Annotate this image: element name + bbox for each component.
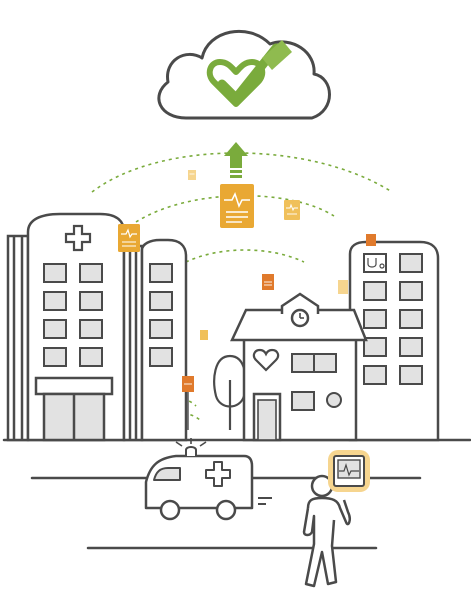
clock-icon <box>290 308 310 328</box>
person-icon <box>302 474 351 588</box>
medical-record-icon <box>182 376 194 430</box>
tablet-ecg-icon <box>328 450 370 492</box>
office-building-icon <box>348 240 440 442</box>
medical-record-icon <box>284 200 300 220</box>
upload-arrow-icon <box>224 142 248 178</box>
heart-icon <box>252 348 280 372</box>
clinic-house-icon <box>230 292 368 442</box>
medical-record-icon <box>188 170 196 180</box>
hospital-building-icon <box>6 212 188 442</box>
medical-record-icon <box>118 224 140 252</box>
medical-record-icon <box>200 330 208 340</box>
heart-check-icon <box>206 40 292 107</box>
stethoscope-icon <box>367 258 385 269</box>
medical-record-icon <box>338 280 348 294</box>
medical-record-icon <box>262 274 274 290</box>
ambulance-icon <box>144 438 272 521</box>
medical-record-icon <box>220 184 254 228</box>
medical-record-icon <box>366 234 376 246</box>
tree-icon <box>213 354 247 430</box>
